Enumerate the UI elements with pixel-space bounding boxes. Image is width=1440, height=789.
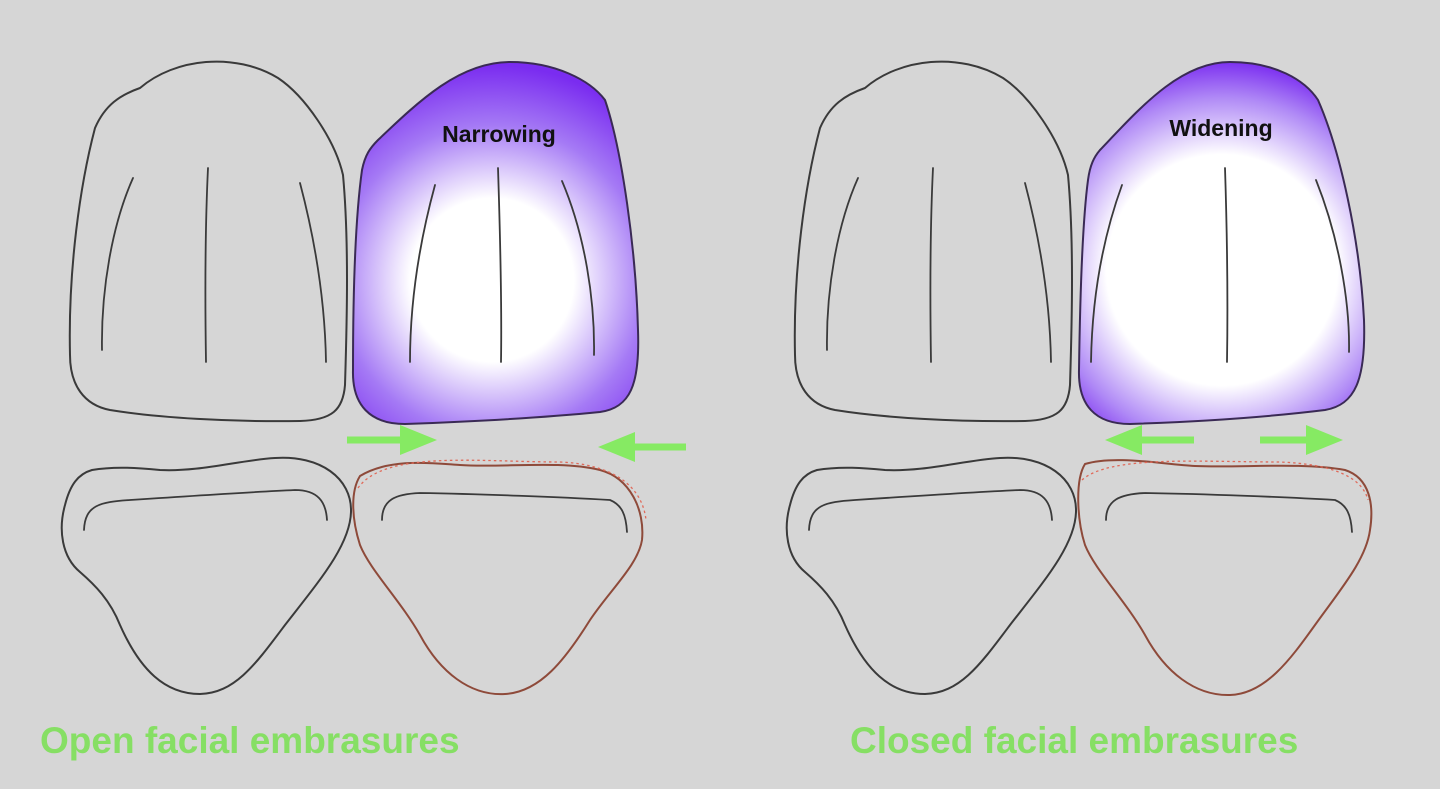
widening-lobe-line-3 [1315,179,1350,353]
left-plain-lobe-line-3 [299,182,327,363]
right-plain-occlusal-ridge [808,489,1053,531]
converging-arrows [347,425,686,462]
narrowing-original-contour [357,459,647,521]
narrowing-lobe-line-3 [561,180,595,356]
widening-occlusal-tooth [1077,459,1373,697]
left-plain-lobe-line-2 [204,167,209,363]
left-plain-incisor [68,60,348,423]
open-embrasures-caption: Open facial embrasures [40,720,460,761]
narrowing-occlusal-ridge [381,492,628,533]
right-plain-occlusal-tooth [785,456,1078,695]
narrowing-incisor [351,61,640,425]
right-plain-incisor [793,60,1073,423]
closed-embrasures-caption: Closed facial embrasures [850,720,1298,761]
arrow-left-head [598,432,635,462]
widening-occlusal-ridge [1105,492,1353,533]
widening-lobe-line-2 [1224,167,1229,363]
right-plain-lobe-line-1 [826,177,859,351]
diverging-arrows [1105,425,1343,455]
arrow-right-head [400,425,437,455]
right-plain-lobe-line-2 [929,167,934,363]
narrowing-occlusal-tooth [352,461,644,696]
widening-incisor [1077,61,1366,425]
arrow-left-out-head [1105,425,1142,455]
right-plain-lobe-line-3 [1024,182,1052,363]
narrowing-lobe-line-1 [409,184,436,363]
narrowing-lobe-line-2 [497,167,503,363]
left-plain-occlusal-tooth [60,456,353,695]
left-plain-lobe-line-1 [101,177,134,351]
right-panel: Widening [785,60,1373,697]
left-panel: Narrowing [60,60,686,696]
widening-original-contour [1081,460,1369,501]
widening-label: Widening [1169,115,1272,141]
left-plain-occlusal-ridge [83,489,328,531]
narrowing-label: Narrowing [442,121,556,147]
widening-lobe-line-1 [1090,184,1123,363]
arrow-right-out-head [1306,425,1343,455]
